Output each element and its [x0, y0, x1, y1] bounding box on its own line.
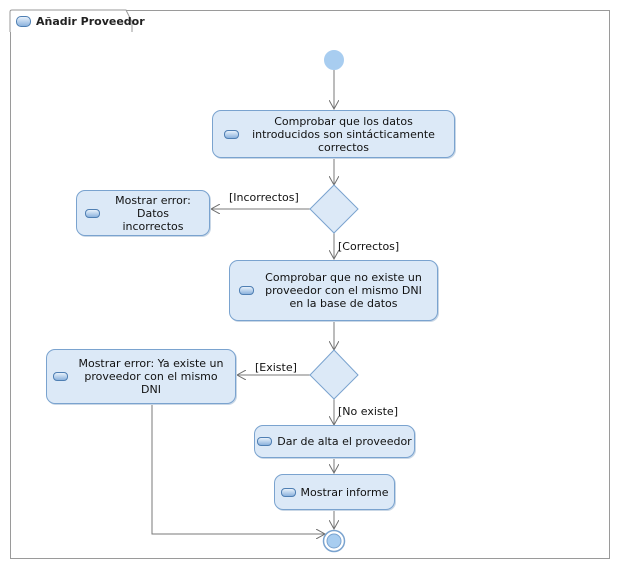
action-error-provider-exists[interactable]: Mostrar error: Ya existe un proveedor co…	[46, 349, 236, 404]
action-icon	[280, 487, 296, 497]
action-show-report[interactable]: Mostrar informe	[274, 474, 395, 510]
guard-not-exists: [No existe]	[338, 405, 398, 418]
guard-incorrect: [Incorrectos]	[229, 191, 299, 204]
guard-correct: [Correctos]	[338, 240, 400, 253]
decision-node-validation[interactable]	[309, 184, 359, 234]
action-icon	[53, 372, 68, 381]
initial-node[interactable]	[324, 50, 344, 70]
action-register-provider[interactable]: Dar de alta el proveedor	[254, 425, 415, 458]
guard-exists: [Existe]	[255, 361, 297, 374]
action-icon	[238, 286, 254, 295]
action-icon	[223, 129, 239, 139]
decision-node-existence[interactable]	[309, 349, 359, 400]
action-error-invalid-data[interactable]: Mostrar error: Datos incorrectos	[76, 190, 210, 236]
final-node[interactable]	[322, 529, 346, 553]
edge-error-end	[151, 405, 325, 534]
action-icon	[257, 437, 273, 446]
action-icon	[85, 208, 100, 218]
action-validate-data[interactable]: Comprobar que los datos introducidos son…	[212, 110, 455, 158]
action-check-provider-exists[interactable]: Comprobar que no existe un proveedor con…	[229, 260, 438, 321]
diagram-tab[interactable]: Añadir Proveedor	[9, 9, 145, 32]
diagram-title: Añadir Proveedor	[36, 15, 145, 28]
activity-diagram-icon	[16, 16, 31, 27]
